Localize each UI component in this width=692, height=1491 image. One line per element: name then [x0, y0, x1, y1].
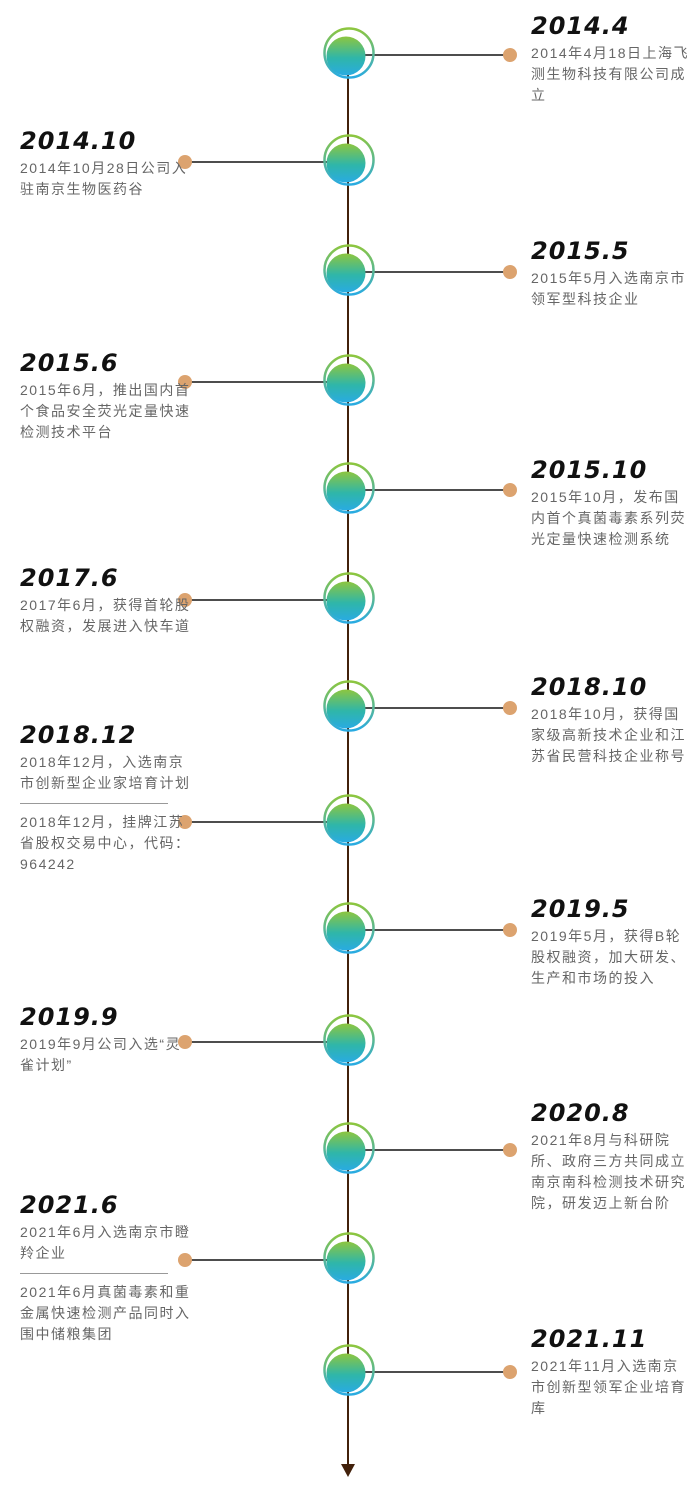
connector-dot — [178, 375, 192, 389]
connector-dot — [178, 815, 192, 829]
entry-date-heading: 2015.6 — [20, 349, 119, 377]
entry-paragraph: 2019年9月公司入选“灵雀计划” — [20, 1036, 182, 1073]
timeline-axis — [347, 55, 349, 1466]
timeline-entry: 2019.5 2019年5月，获得B轮股权融资，加大研发、生产和市场的投入 — [531, 896, 691, 989]
timeline-node-icon — [317, 24, 379, 86]
timeline-entry: 2015.10 2015年10月，发布国内首个真菌毒素系列荧光定量快速检测系统 — [531, 457, 691, 550]
timeline-entry: 2015.5 2015年5月入选南京市领军型科技企业 — [531, 238, 691, 310]
connector-dot — [503, 1365, 517, 1379]
timeline-node-icon — [317, 569, 379, 631]
entry-paragraphs: 2019年5月，获得B轮股权融资，加大研发、生产和市场的投入 — [531, 926, 691, 989]
timeline-node-icon — [317, 677, 379, 739]
timeline-entry: 2014.4 2014年4月18日上海飞测生物科技有限公司成立 — [531, 13, 691, 106]
entry-paragraph: 2014年4月18日上海飞测生物科技有限公司成立 — [531, 45, 690, 103]
entry-paragraphs: 2017年6月，获得首轮股权融资，发展进入快车道 — [20, 595, 196, 637]
connector-line — [348, 271, 510, 273]
timeline-entry: 2014.10 2014年10月28日公司入驻南京生物医药谷 — [20, 128, 196, 200]
entry-paragraph: 2015年5月入选南京市领军型科技企业 — [531, 270, 686, 307]
connector-line — [348, 1149, 510, 1151]
timeline-node-icon — [317, 241, 379, 303]
timeline-entry: 2021.11 2021年11月入选南京市创新型领军企业培育库 — [531, 1326, 691, 1419]
connector-line — [185, 1259, 347, 1261]
timeline-node-icon — [317, 791, 379, 853]
connector-line — [185, 599, 347, 601]
entry-paragraph: 2015年6月，推出国内首个食品安全荧光定量快速检测技术平台 — [20, 382, 191, 440]
entry-paragraphs: 2021年11月入选南京市创新型领军企业培育库 — [531, 1356, 691, 1419]
timeline-node-icon — [317, 351, 379, 413]
entry-date-heading: 2017.6 — [20, 564, 119, 592]
entry-date-heading: 2019.9 — [20, 1003, 119, 1031]
timeline-entry: 2015.6 2015年6月，推出国内首个食品安全荧光定量快速检测技术平台 — [20, 350, 196, 443]
connector-line — [348, 489, 510, 491]
timeline-node-icon — [317, 1011, 379, 1073]
connector-dot — [503, 1143, 517, 1157]
timeline-entry: 2021.6 2021年6月入选南京市瞪羚企业 2021年6月真菌毒素和重金属快速… — [20, 1192, 196, 1345]
entry-paragraph: 2021年6月真菌毒素和重金属快速检测产品同时入围中储粮集团 — [20, 1284, 191, 1342]
entry-paragraph: 2017年6月，获得首轮股权融资，发展进入快车道 — [20, 597, 191, 634]
entry-paragraph: 2021年11月入选南京市创新型领军企业培育库 — [531, 1358, 686, 1416]
connector-line — [185, 1041, 347, 1043]
entry-paragraph: 2015年10月，发布国内首个真菌毒素系列荧光定量快速检测系统 — [531, 489, 686, 547]
connector-dot — [503, 265, 517, 279]
connector-line — [185, 161, 347, 163]
connector-dot — [178, 593, 192, 607]
entry-paragraph: 2018年10月，获得国家级高新技术企业和江苏省民营科技企业称号 — [531, 706, 686, 764]
timeline-node-icon — [317, 131, 379, 193]
paragraph-divider — [20, 803, 168, 804]
entry-paragraphs: 2015年10月，发布国内首个真菌毒素系列荧光定量快速检测系统 — [531, 487, 691, 550]
connector-line — [185, 381, 347, 383]
entry-paragraph: 2021年6月入选南京市瞪羚企业 — [20, 1224, 191, 1261]
entry-date-heading: 2018.10 — [531, 673, 648, 701]
entry-paragraphs: 2014年10月28日公司入驻南京生物医药谷 — [20, 158, 196, 200]
entry-paragraphs: 2021年8月与科研院所、政府三方共同成立南京南科检测技术研究院，研发迈上新台阶 — [531, 1130, 691, 1214]
timeline-node-icon — [317, 459, 379, 521]
entry-date-heading: 2015.5 — [531, 237, 630, 265]
entry-paragraph: 2021年8月与科研院所、政府三方共同成立南京南科检测技术研究院，研发迈上新台阶 — [531, 1132, 686, 1211]
entry-date-heading: 2014.10 — [20, 127, 137, 155]
entry-date-heading: 2019.5 — [531, 895, 630, 923]
entry-paragraph: 2014年10月28日公司入驻南京生物医药谷 — [20, 160, 188, 197]
entry-paragraph: 2018年12月，挂牌江苏省股权交易中心，代码：964242 — [20, 814, 191, 872]
entry-date-heading: 2014.4 — [531, 12, 630, 40]
entry-paragraphs: 2021年6月入选南京市瞪羚企业 2021年6月真菌毒素和重金属快速检测产品同时入… — [20, 1222, 196, 1345]
entry-paragraph: 2019年5月，获得B轮股权融资，加大研发、生产和市场的投入 — [531, 928, 686, 986]
connector-dot — [503, 48, 517, 62]
timeline-node-icon — [317, 1119, 379, 1181]
connector-line — [348, 54, 510, 56]
timeline-node-icon — [317, 1229, 379, 1291]
connector-dot — [503, 923, 517, 937]
timeline-entry: 2020.8 2021年8月与科研院所、政府三方共同成立南京南科检测技术研究院，… — [531, 1100, 691, 1214]
entry-date-heading: 2020.8 — [531, 1099, 630, 1127]
timeline-node-icon — [317, 899, 379, 961]
paragraph-divider — [20, 1273, 168, 1274]
connector-dot — [178, 1253, 192, 1267]
connector-dot — [503, 701, 517, 715]
connector-dot — [178, 155, 192, 169]
connector-line — [185, 821, 347, 823]
timeline-entry: 2018.10 2018年10月，获得国家级高新技术企业和江苏省民营科技企业称号 — [531, 674, 691, 767]
entry-date-heading: 2018.12 — [20, 721, 137, 749]
timeline-entry: 2017.6 2017年6月，获得首轮股权融资，发展进入快车道 — [20, 565, 196, 637]
connector-line — [348, 1371, 510, 1373]
entry-paragraphs: 2018年10月，获得国家级高新技术企业和江苏省民营科技企业称号 — [531, 704, 691, 767]
entry-paragraphs: 2018年12月，入选南京市创新型企业家培育计划 2018年12月，挂牌江苏省股权… — [20, 752, 196, 875]
entry-paragraphs: 2019年9月公司入选“灵雀计划” — [20, 1034, 196, 1076]
connector-dot — [503, 483, 517, 497]
entry-date-heading: 2021.11 — [531, 1325, 648, 1353]
entry-date-heading: 2021.6 — [20, 1191, 119, 1219]
entry-paragraphs: 2015年5月入选南京市领军型科技企业 — [531, 268, 691, 310]
entry-paragraphs: 2015年6月，推出国内首个食品安全荧光定量快速检测技术平台 — [20, 380, 196, 443]
entry-date-heading: 2015.10 — [531, 456, 648, 484]
timeline-node-icon — [317, 1341, 379, 1403]
entry-paragraph: 2018年12月，入选南京市创新型企业家培育计划 — [20, 754, 191, 791]
timeline-entry: 2019.9 2019年9月公司入选“灵雀计划” — [20, 1004, 196, 1076]
entry-paragraphs: 2014年4月18日上海飞测生物科技有限公司成立 — [531, 43, 691, 106]
connector-dot — [178, 1035, 192, 1049]
connector-line — [348, 707, 510, 709]
connector-line — [348, 929, 510, 931]
axis-arrow-icon — [341, 1464, 355, 1477]
